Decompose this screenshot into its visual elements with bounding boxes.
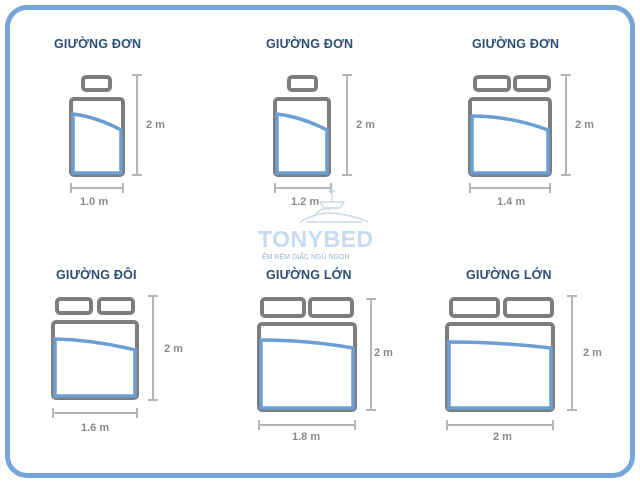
bed-king: [445, 295, 577, 430]
statue-logo-icon: [299, 189, 369, 223]
tonybed-watermark: TONYBED ÊM ĐỆM GIẤC NGỦ NGON: [240, 188, 400, 268]
length-label-bed-3: 2 m: [575, 119, 594, 131]
brand-name: TONYBED: [258, 226, 374, 252]
blanket-icon: [447, 340, 553, 410]
brand-tagline: ÊM ĐỆM GIẤC NGỦ NGON: [262, 254, 350, 261]
length-label-bed-4: 2 m: [164, 343, 183, 355]
width-label-bed-4: 1.6 m: [81, 422, 110, 434]
mattress-icon: [51, 320, 139, 400]
blanket-icon: [275, 112, 329, 175]
length-label-bed-1: 2 m: [146, 119, 165, 131]
width-label-bed-3: 1.4 m: [497, 196, 526, 208]
bed-title-queen: GIƯỜNG LỚN: [266, 268, 352, 282]
mattress-icon: [468, 97, 552, 177]
pillow-icon: [503, 297, 554, 318]
mattress-icon: [273, 97, 331, 177]
pillow-icon: [260, 297, 306, 318]
length-label-bed-5: 2 m: [374, 347, 393, 359]
pillow-icon: [513, 75, 551, 92]
bed-title-king: GIƯỜNG LỚN: [466, 268, 552, 282]
bed-queen: [257, 297, 376, 430]
bed-single-1: [69, 74, 142, 193]
pillow-icon: [449, 297, 500, 318]
pillow-icon: [287, 75, 318, 92]
pillow-icon: [473, 75, 511, 92]
width-label-bed-5: 1.8 m: [292, 431, 321, 443]
width-label-bed-6: 2 m: [493, 431, 512, 443]
pillow-icon: [308, 297, 354, 318]
blanket-icon: [470, 114, 550, 175]
bed-single-2: [273, 74, 352, 193]
mattress-icon: [445, 322, 555, 412]
pillow-icon: [97, 297, 135, 315]
blanket-icon: [71, 112, 123, 175]
bed-single-3: [468, 74, 571, 193]
bed-double: [51, 295, 158, 418]
pillow-icon: [81, 75, 112, 92]
bed-title-single-2: GIƯỜNG ĐƠN: [266, 37, 354, 51]
blanket-icon: [259, 338, 355, 410]
length-label-bed-2: 2 m: [356, 119, 375, 131]
bed-title-double: GIƯỜNG ĐÔI: [56, 268, 137, 282]
chart-frame: [5, 5, 635, 478]
width-label-bed-1: 1.0 m: [80, 196, 109, 208]
pillow-icon: [55, 297, 93, 315]
bed-title-single-3: GIƯỜNG ĐƠN: [472, 37, 560, 51]
length-label-bed-6: 2 m: [583, 347, 602, 359]
width-label-bed-2: 1.2 m: [291, 196, 320, 208]
mattress-icon: [69, 97, 125, 177]
blanket-icon: [53, 337, 137, 398]
mattress-icon: [257, 322, 357, 412]
bed-title-single-1: GIƯỜNG ĐƠN: [54, 37, 142, 51]
